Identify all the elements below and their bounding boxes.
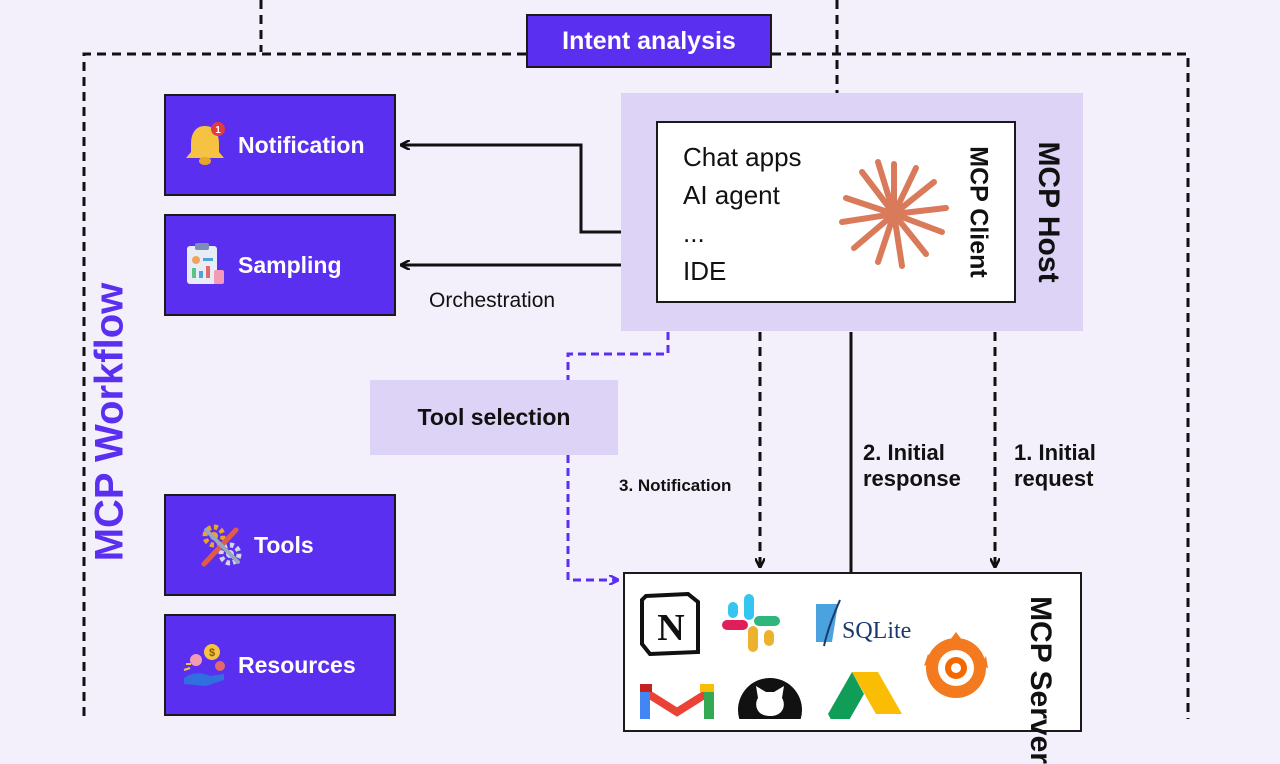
- workflow-title: MCP Workflow: [80, 250, 140, 595]
- sqlite-text: SQLite: [842, 618, 911, 644]
- slack-icon: [722, 594, 780, 652]
- intent-analysis-label: Intent analysis: [526, 14, 772, 68]
- client-item-ai-agent: AI agent: [683, 180, 780, 210]
- orchestration-label: Orchestration: [429, 289, 556, 312]
- sqlite-icon: SQLite: [816, 599, 911, 647]
- clipboard-chart-icon: [187, 243, 224, 284]
- client-item-chat-apps: Chat apps: [683, 142, 802, 172]
- initial-request-line2: request: [1014, 466, 1094, 491]
- notification-arrow-label: 3. Notification: [619, 476, 732, 495]
- client-app-list: Chat apps AI agent ... IDE: [683, 138, 802, 290]
- resources-label: Resources: [238, 651, 356, 678]
- workflow-title-text: MCP Workflow: [87, 282, 132, 562]
- notification-label: Notification: [238, 131, 365, 158]
- coins-hand-icon: $: [183, 644, 225, 686]
- claude-sunburst-icon: [839, 159, 949, 269]
- grafana-icon: [924, 632, 988, 698]
- initial-request-label: 1. Initial request: [1014, 440, 1096, 492]
- tools-label: Tools: [254, 531, 314, 558]
- mcp-server-title: MCP Server: [1024, 596, 1057, 764]
- client-item-ide: IDE: [683, 256, 727, 286]
- gear-wrench-icon: [201, 524, 242, 567]
- sampling-box: Sampling: [164, 214, 396, 316]
- client-item-ellipsis: ...: [683, 218, 705, 248]
- initial-request-line1: 1. Initial: [1014, 440, 1096, 465]
- resources-coin-symbol: $: [209, 647, 215, 659]
- sampling-label: Sampling: [238, 251, 342, 278]
- google-drive-icon: [828, 672, 902, 719]
- initial-response-line1: 2. Initial: [863, 440, 945, 465]
- gmail-icon: [640, 684, 714, 719]
- resources-box: $ Resources: [164, 614, 396, 716]
- mcp-client-title: MCP Client: [964, 146, 993, 278]
- notification-box: 1 Notification: [164, 94, 396, 196]
- notification-badge-count: 1: [215, 125, 221, 136]
- mcp-client-box: [656, 121, 1016, 303]
- connector-lines: [82, 0, 1190, 719]
- notion-icon: N: [640, 592, 700, 656]
- tools-box: Tools: [164, 494, 396, 596]
- initial-response-line2: response: [863, 466, 961, 491]
- tool-selection-box: Tool selection: [370, 380, 618, 455]
- notion-letter: N: [657, 607, 684, 649]
- initial-response-label: 2. Initial response: [863, 440, 961, 492]
- github-icon: [738, 678, 802, 719]
- bell-icon: 1: [186, 122, 225, 165]
- mcp-host-title: MCP Host: [1032, 141, 1065, 283]
